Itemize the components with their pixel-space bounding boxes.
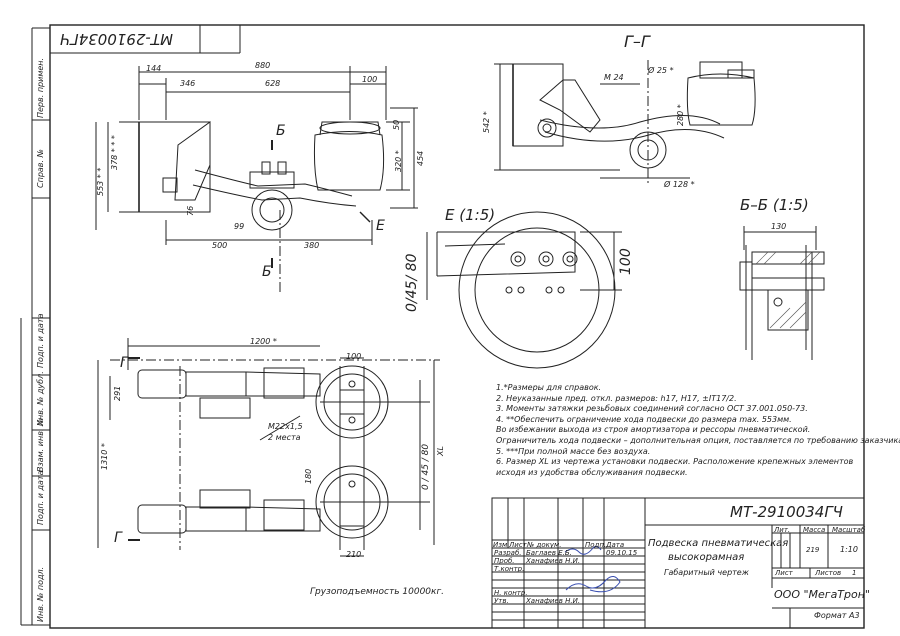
designation: МТ-2910034ГЧ [730, 503, 843, 521]
col-date: Дата [606, 541, 625, 549]
scale-value: 1:10 [840, 545, 858, 554]
label-scale: Масштаб [832, 526, 866, 534]
role-developer: Разраб. [494, 549, 522, 557]
label-sheets: Листов [815, 569, 842, 577]
stamp-sign-date-1: Подп. и дата [36, 313, 45, 369]
dim-542: 542 * [482, 111, 491, 133]
dim-76: 76 [186, 205, 195, 216]
role-tcontrol: Т.контр. [494, 565, 525, 573]
stamp-first-use: Перв. примен. [36, 57, 45, 118]
view-label-gg: Г–Г [624, 32, 650, 51]
role-approved: Утв. [494, 597, 509, 605]
note-line: 3. Моменты затяжки резьбовых соединений … [496, 404, 808, 414]
note-line: 1.*Размеры для справок. [496, 383, 602, 392]
dim-m22: М22х1,5 [268, 422, 303, 431]
name-checker: Ханафиев Н.И. [526, 557, 581, 565]
dim-380: 380 [304, 241, 320, 250]
col-list: Лист [509, 541, 527, 549]
view-label-bb: Б–Б (1:5) [740, 196, 809, 214]
dim-280: 280 * [676, 104, 685, 126]
title-line-3: Габаритный чертеж [664, 568, 749, 577]
name-approved: Ханафиев Н.И. [526, 597, 581, 605]
signature-1 [564, 545, 602, 555]
dim-346: 346 [180, 79, 196, 88]
section-mark-g-top: Г [120, 355, 128, 371]
dim-454: 454 [416, 150, 425, 166]
stamp-ref-no: Справ. № [36, 149, 45, 188]
dim-628: 628 [265, 79, 281, 88]
title-line-2: высокорамная [668, 552, 745, 563]
title-line-1: Подвеска пневматическая [648, 538, 789, 549]
col-sign: Подп. [585, 541, 607, 549]
dim-210: 210 [346, 550, 362, 559]
col-izm: Изм [493, 541, 508, 549]
role-ncontrol: Н. контр. [494, 589, 528, 597]
mass-value: 219 [806, 546, 820, 554]
dim-180: 180 [304, 468, 313, 484]
sheets-value: 1 [852, 569, 857, 577]
note-line: 4. **Обеспечить ограничение хода подвеск… [496, 414, 792, 424]
dim-e-100: 100 [618, 248, 634, 275]
format-label: Формат А3 [814, 611, 860, 620]
section-mark-e: Е [376, 218, 385, 234]
dim-1310: 1310 * [100, 443, 109, 470]
dim-500: 500 [212, 241, 228, 250]
note-line: 6. Размер XL из чертежа установки подвес… [496, 457, 854, 467]
section-mark-g-bottom: Г [114, 530, 122, 546]
section-mark-b-top: Б [276, 123, 286, 139]
designation-flipped: МТ-2910034ГЧ [60, 30, 173, 48]
dim-xl: XL [436, 446, 445, 456]
dim-50: 50 [392, 119, 401, 130]
label-mass: Масса [803, 526, 826, 534]
dim-plan-100: 100 [346, 352, 362, 361]
stamp-replace-no: Взам. инв. № [36, 417, 45, 472]
note-line: 2. Неуказанные пред. откл. размеров: h17… [496, 393, 737, 403]
dim-291: 291 [113, 385, 122, 401]
dim-99: 99 [234, 222, 245, 231]
label-sheet: Лист [775, 569, 793, 577]
view-label-e: Е (1:5) [445, 206, 496, 224]
dim-100: 100 [362, 75, 378, 84]
technical-notes: 1.*Размеры для справок. 2. Неуказанные п… [496, 383, 900, 478]
dim-e-0-45-80: 0/45/ 80 [404, 253, 420, 312]
dim-320: 320 * [394, 150, 403, 172]
dim-phi128: Ø 128 * [664, 180, 695, 189]
dim-378: 378 * * * [110, 135, 119, 170]
dim-phi25: Ø 25 * [648, 66, 674, 75]
section-mark-b-bottom: Б [262, 264, 272, 280]
name-developer: Баглаев Е.Б. [526, 549, 572, 557]
date-developer: 09.10.15 [606, 549, 638, 557]
note-line: 5. ***При полной массе без воздуха. [496, 446, 651, 456]
dim-144: 144 [146, 64, 162, 73]
stamp-sign-date-2: Подп. и дата [36, 470, 45, 526]
note-line: Во избежании выхода из строя амортизатор… [496, 425, 811, 435]
col-doc: № докум. [527, 541, 562, 549]
note-line: исходя из удобства обслуживания подвески… [496, 467, 688, 477]
company-name: ООО "МегаТрон" [774, 588, 870, 601]
label-lit: Лит. [774, 526, 791, 534]
stamp-inv-no: Инв. № подл. [36, 566, 45, 622]
role-checker: Проб. [494, 557, 515, 565]
load-capacity: Грузоподъемность 10000кг. [310, 587, 445, 597]
dim-880: 880 [255, 61, 271, 70]
dim-m24: М 24 [604, 73, 624, 82]
signature-2 [565, 576, 621, 593]
dim-1200: 1200 * [250, 337, 277, 346]
dim-plan-0-45-80: 0 / 45 / 80 [421, 443, 431, 490]
dim-553: 553 * * [96, 167, 105, 196]
dim-m22-places: 2 места [268, 433, 301, 442]
dim-bb-130: 130 [771, 222, 787, 231]
note-line: Ограничитель хода подвески – дополнитель… [496, 435, 900, 445]
